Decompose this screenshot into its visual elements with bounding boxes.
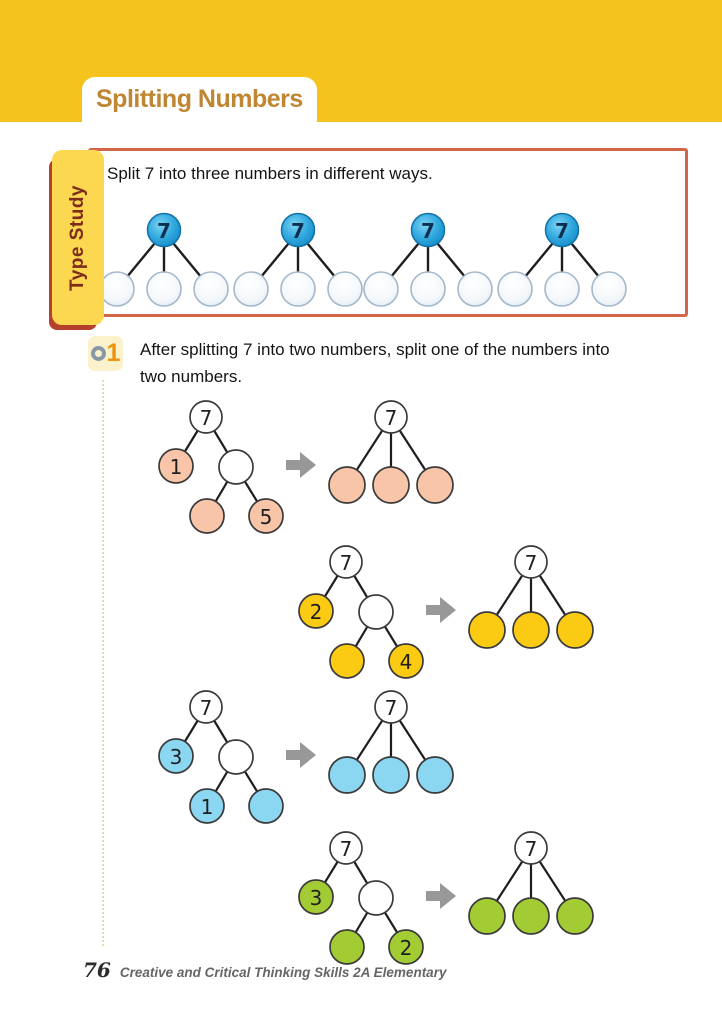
arrow-right-icon (286, 452, 316, 478)
empty-node (497, 271, 533, 307)
split-diagram-yellow: 7 2 4 7 (298, 545, 594, 679)
grand-left-value: 1 (201, 795, 214, 819)
grand-right-node (248, 788, 284, 824)
root-node (329, 831, 363, 865)
answer-node (556, 897, 594, 935)
problem-text: After splitting 7 into two numbers, spli… (140, 340, 610, 386)
answer-root-value: 7 (385, 406, 398, 430)
answer-node (328, 756, 366, 794)
arrow-right-icon (426, 597, 456, 623)
page-footer: 76 Creative and Critical Thinking Skills… (83, 958, 446, 982)
answer-root-node (374, 400, 408, 434)
grand-right-value: 2 (400, 936, 413, 960)
empty-node (363, 271, 399, 307)
empty-node (280, 271, 316, 307)
problem-1-marker: 1 (88, 336, 123, 371)
dotted-guide-line (102, 380, 104, 946)
answer-node (512, 611, 550, 649)
answer-node (556, 611, 594, 649)
grand-left-node (329, 643, 365, 679)
answer-root-node (374, 690, 408, 724)
study-instruction: Split 7 into three numbers in different … (107, 164, 433, 183)
empty-node (99, 271, 135, 307)
page-title-tab: Splitting Numbers (82, 77, 317, 122)
arrow-right-icon (426, 883, 456, 909)
type-study-tab: Type Study (52, 150, 104, 325)
empty-node (146, 271, 182, 307)
grand-right-value: 5 (260, 505, 273, 529)
grand-right-value: 4 (400, 650, 413, 674)
empty-node (327, 271, 363, 307)
left-child-node (298, 879, 334, 915)
grand-left-node (189, 498, 225, 534)
book-title: Creative and Critical Thinking Skills 2A… (119, 965, 447, 980)
grand-left-node (189, 788, 225, 824)
problem-number: 1 (106, 339, 121, 367)
split-diagram-blue: 7 3 1 7 (158, 690, 454, 824)
left-child-node (158, 738, 194, 774)
answer-node (512, 897, 550, 935)
answer-node (328, 466, 366, 504)
left-child-value: 3 (310, 886, 323, 910)
empty-node (233, 271, 269, 307)
answer-root-value: 7 (385, 696, 398, 720)
study-tree-1: 7 (99, 212, 229, 307)
root-value: 7 (291, 219, 305, 243)
study-tree-2: 7 (233, 212, 363, 307)
answer-root-node (514, 831, 548, 865)
root-node (189, 400, 223, 434)
root-value: 7 (555, 219, 569, 243)
answer-root-node (514, 545, 548, 579)
answer-node (416, 466, 454, 504)
root-node (280, 212, 316, 248)
empty-node (544, 271, 580, 307)
page-number: 76 (83, 958, 111, 982)
answer-node (372, 466, 410, 504)
answer-node (468, 611, 506, 649)
study-tree-3: 7 (363, 212, 493, 307)
answer-root-value: 7 (525, 837, 538, 861)
root-node (146, 212, 182, 248)
root-value: 7 (157, 219, 171, 243)
left-child-value: 1 (170, 455, 183, 479)
left-child-value: 3 (170, 745, 183, 769)
empty-node (193, 271, 229, 307)
type-study-box: Split 7 into three numbers in different … (88, 148, 688, 317)
grand-right-node (388, 929, 424, 965)
left-child-value: 2 (310, 600, 323, 624)
left-child-node (158, 448, 194, 484)
root-value: 7 (200, 696, 213, 720)
root-value: 7 (421, 219, 435, 243)
empty-node (410, 271, 446, 307)
answer-node (372, 756, 410, 794)
root-node (410, 212, 446, 248)
right-child-node (218, 739, 254, 775)
study-tree-4: 7 (497, 212, 627, 307)
empty-node (591, 271, 627, 307)
right-child-node (358, 880, 394, 916)
empty-node (457, 271, 493, 307)
answer-root-value: 7 (525, 551, 538, 575)
grand-right-node (388, 643, 424, 679)
root-node (329, 545, 363, 579)
arrow-right-icon (286, 742, 316, 768)
marker-ring-icon (90, 346, 106, 361)
root-value: 7 (340, 551, 353, 575)
left-child-node (298, 593, 334, 629)
answer-node (468, 897, 506, 935)
right-child-node (218, 449, 254, 485)
right-child-node (358, 594, 394, 630)
root-node (544, 212, 580, 248)
type-study-tab-label: Type Study (67, 184, 88, 291)
header-band: Splitting Numbers (0, 0, 722, 122)
answer-node (416, 756, 454, 794)
split-diagram-green: 7 3 2 7 (298, 831, 594, 965)
split-diagram-pink: 7 1 5 7 (158, 400, 454, 534)
root-value: 7 (200, 406, 213, 430)
page-title: Splitting Numbers (96, 85, 303, 113)
root-node (189, 690, 223, 724)
grand-left-node (329, 929, 365, 965)
root-value: 7 (340, 837, 353, 861)
grand-right-node (248, 498, 284, 534)
